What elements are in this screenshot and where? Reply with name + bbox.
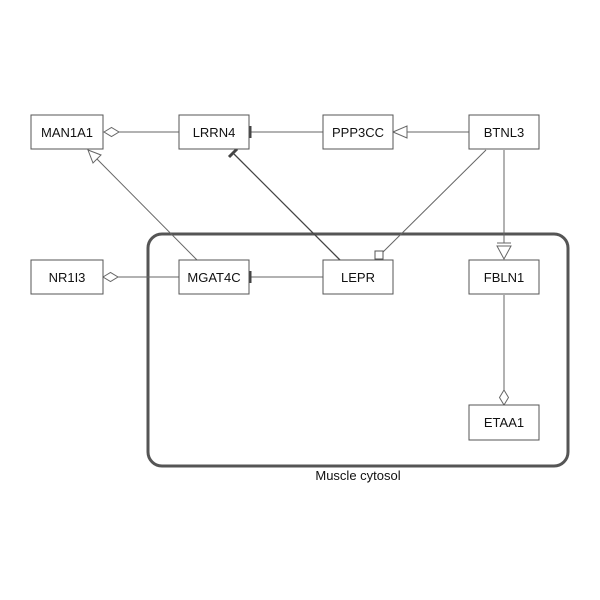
edge-lepr-lrrn4 — [227, 147, 341, 261]
edge-lrrn4-man1a1 — [103, 126, 179, 138]
node-label-lepr: LEPR — [341, 270, 375, 285]
node-lrrn4[interactable]: LRRN4 — [178, 114, 250, 150]
node-etaa1[interactable]: ETAA1 — [468, 404, 540, 441]
node-man1a1[interactable]: MAN1A1 — [30, 114, 104, 150]
node-label-etaa1: ETAA1 — [484, 415, 524, 430]
node-lepr[interactable]: LEPR — [322, 259, 394, 295]
compartment-label: Muscle cytosol — [315, 468, 400, 483]
compartment-muscle-cytosol — [146, 232, 570, 468]
node-nr1i3[interactable]: NR1I3 — [30, 259, 104, 295]
node-fbln1[interactable]: FBLN1 — [468, 259, 540, 295]
node-label-ppp3cc: PPP3CC — [332, 125, 384, 140]
node-label-btnl3: BTNL3 — [484, 125, 524, 140]
node-label-lrrn4: LRRN4 — [193, 125, 236, 140]
edge-mgat4c-nr1i3 — [102, 271, 179, 283]
edge-lepr-mgat4c — [248, 271, 323, 283]
edge-mgat4c-man1a1 — [87, 149, 198, 261]
node-label-mgat4c: MGAT4C — [187, 270, 240, 285]
edge-btnl3-lepr — [374, 149, 487, 260]
edge-btnl3-ppp3cc — [391, 125, 469, 139]
node-label-fbln1: FBLN1 — [484, 270, 524, 285]
edge-btnl3-fbln1 — [496, 150, 512, 261]
edge-fbln1-etaa1 — [498, 295, 510, 406]
node-mgat4c[interactable]: MGAT4C — [178, 259, 250, 295]
node-ppp3cc[interactable]: PPP3CC — [322, 114, 394, 150]
node-label-man1a1: MAN1A1 — [41, 125, 93, 140]
edge-ppp3cc-lrrn4 — [248, 126, 323, 138]
node-label-nr1i3: NR1I3 — [49, 270, 86, 285]
node-btnl3[interactable]: BTNL3 — [468, 114, 540, 150]
